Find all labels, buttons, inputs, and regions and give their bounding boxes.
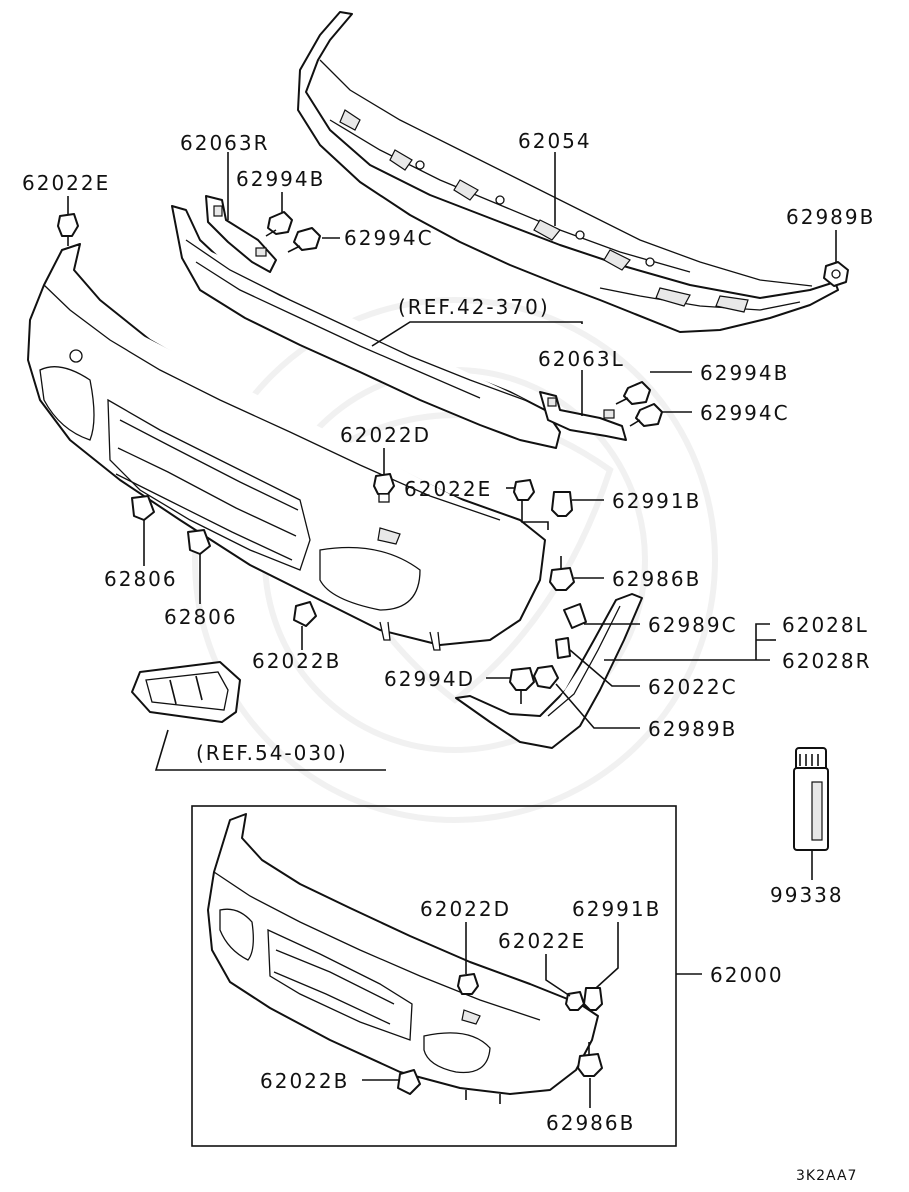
box-clip-62022E bbox=[565, 991, 585, 1011]
label-62022D: 62022D bbox=[340, 423, 431, 447]
clip-62806-a bbox=[131, 495, 155, 521]
bolt-62994B-top bbox=[265, 211, 293, 237]
label-62994B-right: 62994B bbox=[700, 361, 789, 385]
front-bumper bbox=[27, 243, 546, 651]
label-62989C: 62989C bbox=[648, 613, 738, 637]
label-62028R: 62028R bbox=[782, 649, 872, 673]
grommet-62991B bbox=[551, 491, 573, 517]
part-labels: 62063R 62994B 62994C 62054 62989B 62022E… bbox=[22, 129, 875, 1184]
label-62022B: 62022B bbox=[252, 649, 341, 673]
fog-lamp bbox=[131, 661, 241, 723]
box-clip-62022D bbox=[457, 973, 479, 995]
label-62022E-mid: 62022E bbox=[404, 477, 492, 501]
label-ref-54-030: (REF.54-030) bbox=[196, 741, 348, 765]
label-62000: 62000 bbox=[710, 963, 784, 987]
label-62022E-top: 62022E bbox=[22, 171, 110, 195]
label-99338: 99338 bbox=[770, 883, 844, 907]
label-62063L: 62063L bbox=[538, 347, 625, 371]
label-62022C: 62022C bbox=[648, 675, 738, 699]
label-62994C-top: 62994C bbox=[344, 226, 434, 250]
box-clip-62022B bbox=[397, 1069, 421, 1095]
clip-62989C bbox=[563, 603, 587, 629]
clip-62022E-mid bbox=[513, 479, 535, 501]
label-62994B-top: 62994B bbox=[236, 167, 325, 191]
label-box-62022E: 62022E bbox=[498, 929, 586, 953]
label-62054: 62054 bbox=[518, 129, 592, 153]
bolt-62994C-right bbox=[629, 403, 663, 427]
label-ref-42-370: (REF.42-370) bbox=[398, 295, 550, 319]
bolt-62994B-right bbox=[615, 381, 651, 405]
label-62989B-mid: 62989B bbox=[648, 717, 737, 741]
label-62989B-top: 62989B bbox=[786, 205, 875, 229]
bolt-62994D bbox=[509, 667, 535, 704]
clip-62022E-top bbox=[57, 213, 79, 246]
bracket-62063L bbox=[539, 391, 627, 441]
leader-lines bbox=[67, 152, 837, 1108]
diagram-code: 3K2AA7 bbox=[796, 1168, 857, 1184]
bracket-62063R bbox=[205, 195, 277, 273]
clip-62022B bbox=[293, 601, 317, 636]
upper-reinforcement-62054 bbox=[297, 11, 839, 333]
label-62806-a: 62806 bbox=[104, 567, 178, 591]
nut-62989B-mid bbox=[533, 665, 559, 689]
label-62806-b: 62806 bbox=[164, 605, 238, 629]
label-62028L: 62028L bbox=[782, 613, 869, 637]
bumper-assembly-62000 bbox=[207, 813, 599, 1104]
label-62063R: 62063R bbox=[180, 131, 270, 155]
clip-62806-b bbox=[187, 529, 211, 555]
clip-62022D bbox=[373, 473, 395, 503]
paint-bottle-99338 bbox=[793, 747, 829, 851]
label-62994C-right: 62994C bbox=[700, 401, 790, 425]
nut-62989B-top bbox=[823, 261, 849, 287]
box-bolt-62986B bbox=[577, 1042, 603, 1077]
box-grommet-62991B bbox=[583, 987, 603, 1011]
clip-62022C bbox=[555, 637, 571, 659]
label-62994D: 62994D bbox=[384, 667, 475, 691]
label-box-62022D: 62022D bbox=[420, 897, 511, 921]
label-box-62991B: 62991B bbox=[572, 897, 661, 921]
label-box-62986B: 62986B bbox=[546, 1111, 635, 1135]
label-62991B: 62991B bbox=[612, 489, 701, 513]
bolt-62994C-top bbox=[287, 227, 321, 253]
bolt-62986B bbox=[549, 556, 575, 591]
lower-reinforcement bbox=[171, 205, 561, 449]
label-62986B: 62986B bbox=[612, 567, 701, 591]
label-box-62022B: 62022B bbox=[260, 1069, 349, 1093]
assembly-box bbox=[191, 805, 677, 1147]
